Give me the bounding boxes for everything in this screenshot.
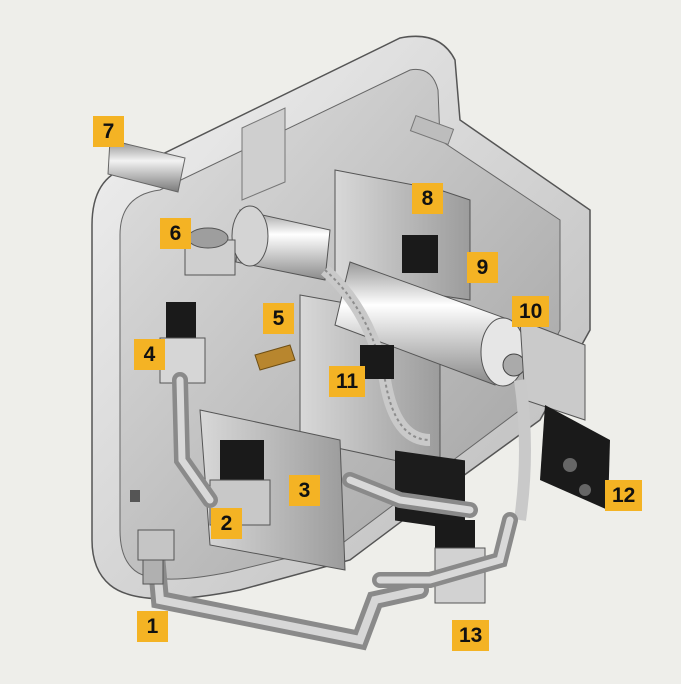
callout-9: 9 (467, 252, 498, 283)
callout-10: 10 (512, 296, 550, 327)
callout-3: 3 (289, 475, 320, 506)
flexible-hose-right (514, 379, 531, 521)
callout-4: 4 (134, 339, 165, 370)
end-plate (519, 319, 586, 421)
callout-5: 5 (263, 303, 294, 334)
connector-block (540, 405, 610, 510)
callout-11: 11 (329, 366, 366, 397)
callout-8: 8 (412, 183, 443, 214)
outlet-pipe (107, 139, 186, 193)
gas-inlet-fitting (137, 529, 175, 585)
callout-6: 6 (160, 218, 191, 249)
brass-nozzle (254, 344, 296, 371)
callout-2: 2 (211, 508, 242, 539)
main-tube (231, 205, 331, 281)
callout-7: 7 (93, 116, 124, 147)
callout-13: 13 (452, 620, 490, 651)
callout-1: 1 (137, 611, 168, 642)
solenoid-coils (166, 235, 475, 548)
transformer-block (395, 450, 465, 531)
callout-12: 12 (605, 480, 643, 511)
